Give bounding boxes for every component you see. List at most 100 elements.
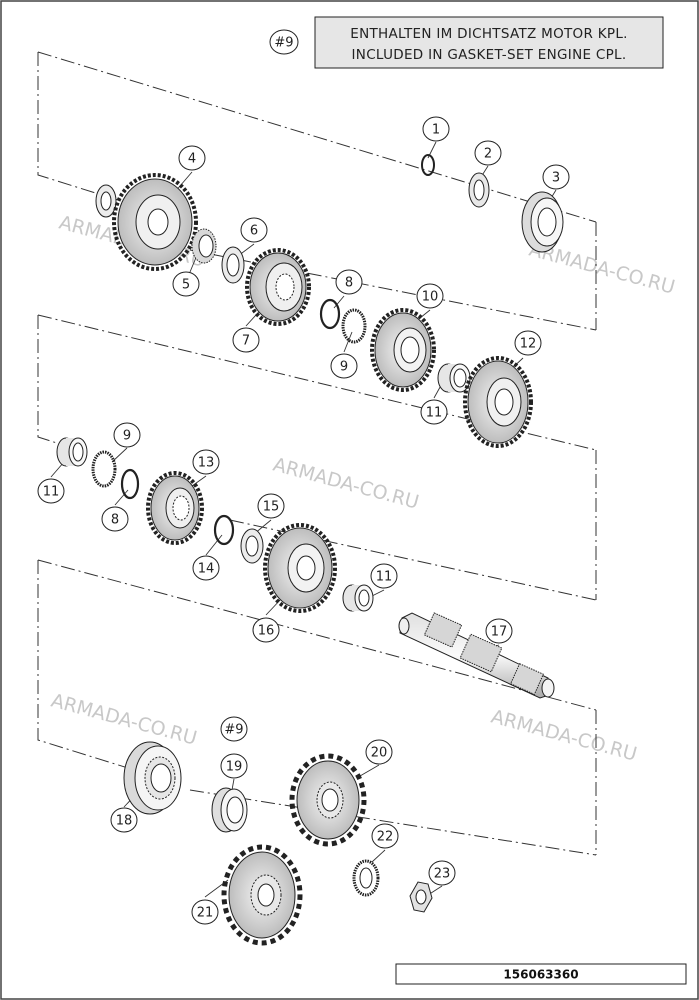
callout-circle xyxy=(110,807,138,833)
callout-c10: 10 xyxy=(416,283,444,309)
callout-c3: 3 xyxy=(542,164,570,190)
callout-circle xyxy=(232,327,260,353)
part-22-lock-washer xyxy=(352,859,380,897)
callout-label: 6 xyxy=(250,224,258,239)
part-14-circlip xyxy=(213,514,235,546)
callout-circle xyxy=(514,330,542,356)
part-washer-left xyxy=(95,184,117,218)
part-5-needle-bearing xyxy=(191,228,217,264)
callout-label: 8 xyxy=(111,513,119,528)
callout-label: 1 xyxy=(432,123,440,138)
callout-label: 17 xyxy=(491,625,508,640)
callout-c19: 19 xyxy=(220,753,248,779)
callout-circle xyxy=(191,899,219,925)
callout-circle xyxy=(420,399,448,425)
callout-circle xyxy=(330,353,358,379)
callout-c15: 15 xyxy=(257,493,285,519)
callout-c16: 16 xyxy=(252,617,280,643)
callout-c7: 7 xyxy=(232,327,260,353)
callout-c21: 21 xyxy=(191,899,219,925)
callout-circle xyxy=(542,164,570,190)
callout-c8a: 8 xyxy=(335,269,363,295)
callout-circle xyxy=(371,823,399,849)
callout-label: 8 xyxy=(345,276,353,291)
watermark-4: ARMADA-CO.RU xyxy=(49,690,200,750)
part-18-bearing xyxy=(123,741,182,815)
note-box xyxy=(314,16,664,69)
part-21-sprocket xyxy=(221,844,303,946)
callout-label: 9 xyxy=(340,360,348,375)
callout-circle xyxy=(365,739,393,765)
callout-c20: 20 xyxy=(365,739,393,765)
part-10-gear xyxy=(370,308,436,392)
part-15-washer xyxy=(240,528,264,564)
part-8-circlip-b xyxy=(120,468,140,500)
part-1-circlip xyxy=(421,154,435,176)
watermark-5: ARMADA-CO.RU xyxy=(489,706,640,766)
callout-c5: 5 xyxy=(172,271,200,297)
callout-circle xyxy=(422,116,450,142)
note-ref-label: #9 xyxy=(274,36,293,51)
callout-label: 16 xyxy=(258,624,275,639)
part-8-circlip xyxy=(319,298,341,330)
callout-label: 2 xyxy=(484,147,492,162)
part-11-bushing-a xyxy=(437,363,471,393)
callout-circle xyxy=(192,449,220,475)
callout-label: 20 xyxy=(371,746,388,761)
callout-c1: 1 xyxy=(422,116,450,142)
part-13-gear xyxy=(146,471,204,545)
part-3-bearing xyxy=(521,191,564,253)
callout-label: 14 xyxy=(198,562,215,577)
callout-c14: 14 xyxy=(192,555,220,581)
callout-circle xyxy=(252,617,280,643)
drawing-number-box: 156063360 xyxy=(395,963,687,985)
callout-label: #9 xyxy=(224,723,243,738)
callout-c11b: 11 xyxy=(37,478,65,504)
callout-circle xyxy=(335,269,363,295)
gasket-set-note: #9 ENTHALTEN IM DICHTSATZ MOTOR KPL. INC… xyxy=(269,16,664,69)
callout-circle xyxy=(178,145,206,171)
callout-circle xyxy=(172,271,200,297)
callout-c9b: 9 xyxy=(113,422,141,448)
callout-label: 12 xyxy=(520,337,537,352)
callout-c9a: 9 xyxy=(330,353,358,379)
callout-label: 15 xyxy=(263,500,280,515)
callout-c11c: 11 xyxy=(370,563,398,589)
part-6-washer xyxy=(221,246,245,284)
watermark-group: ARMADA-CO.RU ARMADA-CO.RU ARMADA-CO.RU A… xyxy=(49,212,678,766)
callout-circle xyxy=(220,753,248,779)
drawing-number-frame xyxy=(395,963,687,985)
callout-label: 23 xyxy=(434,867,451,882)
note-line-en: INCLUDED IN GASKET-SET ENGINE CPL. xyxy=(352,47,627,63)
callout-circle xyxy=(370,563,398,589)
part-9-washer xyxy=(341,308,367,344)
part-16-gear xyxy=(263,523,337,613)
callout-c6: 6 xyxy=(240,217,268,243)
callout-label: 7 xyxy=(242,334,250,349)
callout-label: 19 xyxy=(226,760,243,775)
parts xyxy=(56,154,564,946)
callout-label: 18 xyxy=(116,814,133,829)
part-2-washer xyxy=(468,172,490,208)
callout-circle xyxy=(240,217,268,243)
axis-lines xyxy=(37,51,597,856)
callout-c23: 23 xyxy=(428,860,456,886)
part-7-gear xyxy=(245,248,311,326)
callout-c13: 13 xyxy=(192,449,220,475)
part-12-gear xyxy=(463,356,533,448)
callout-label: 11 xyxy=(43,485,60,500)
callout-label: 10 xyxy=(422,290,439,305)
callout-circle xyxy=(485,618,513,644)
callout-c17: 17 xyxy=(485,618,513,644)
callout-label: 11 xyxy=(426,406,443,421)
callout-c18: 18 xyxy=(110,807,138,833)
note-line-de: ENTHALTEN IM DICHTSATZ MOTOR KPL. xyxy=(350,26,628,42)
callout-circle xyxy=(428,860,456,886)
callout-label: 9 xyxy=(123,429,131,444)
part-20-sprocket xyxy=(289,753,367,847)
callout-label: 21 xyxy=(197,906,214,921)
